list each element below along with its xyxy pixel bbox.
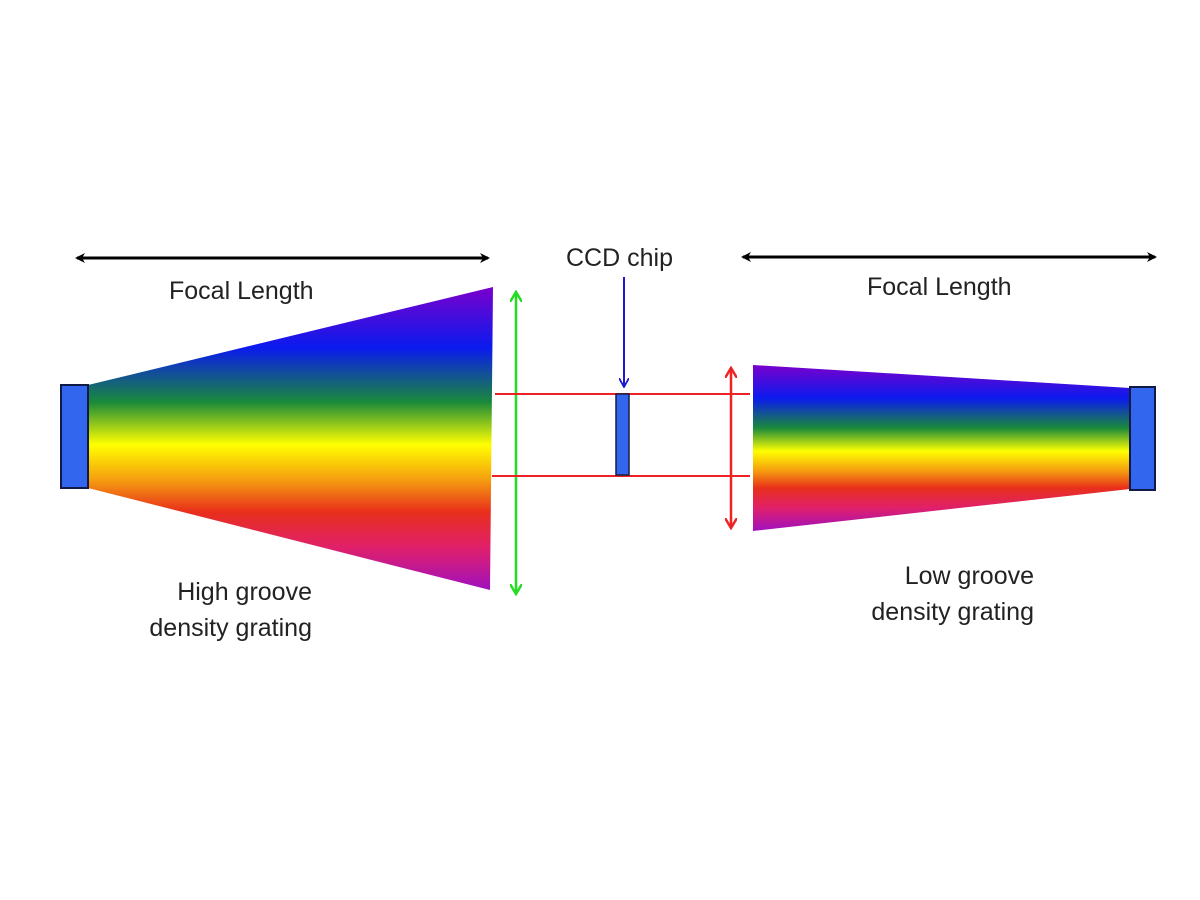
left-spectrum-cone [88,287,493,590]
low-groove-line1: Low groove [904,562,1034,590]
left-focal-length-label: Focal Length [169,277,314,305]
low-groove-grating-label: Low groove density grating [820,558,1034,630]
low-groove-line2: density grating [871,598,1034,626]
high-groove-line1: High groove [177,578,312,606]
right-detector-block [1129,386,1156,491]
ccd-chip [615,393,630,476]
left-detector-block [60,384,89,489]
ccd-chip-label: CCD chip [566,244,673,272]
right-spectrum-cone [753,365,1130,531]
high-groove-grating-label: High groove density grating [100,574,312,646]
right-focal-length-label: Focal Length [867,273,1012,301]
high-groove-line2: density grating [149,614,312,642]
